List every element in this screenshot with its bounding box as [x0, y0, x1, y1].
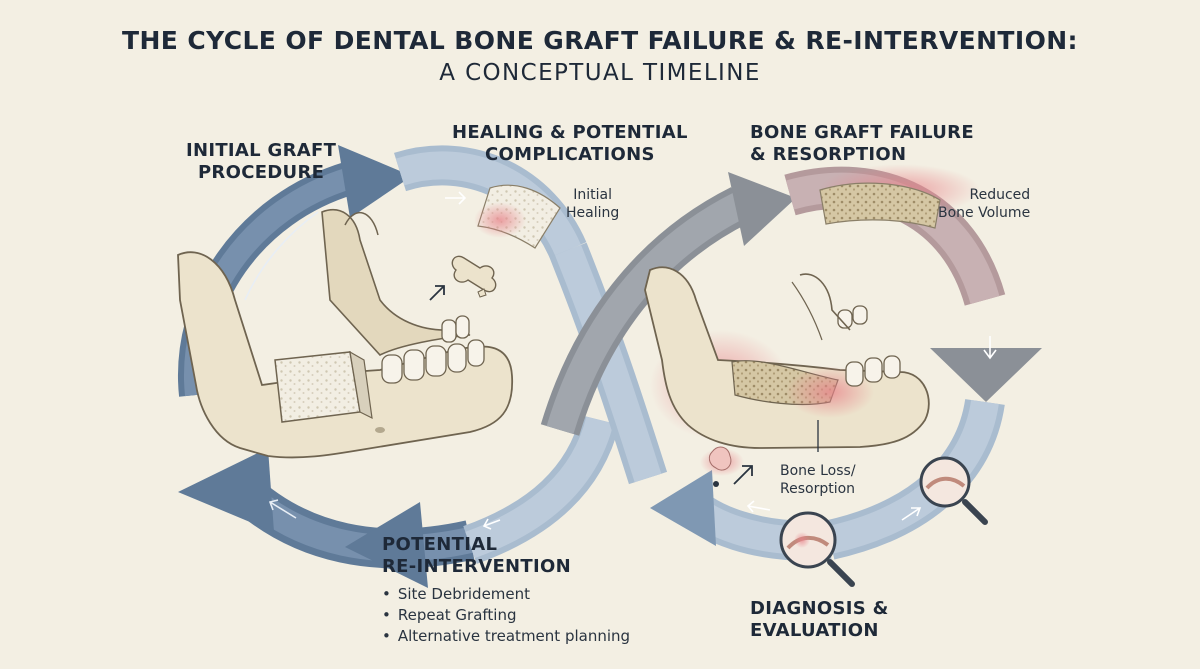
resorbed-bone-patch	[819, 182, 941, 229]
inflammation-icon	[700, 446, 753, 487]
annotation-reduced-volume: Reduced Bone Volume	[938, 187, 1031, 221]
arrow-healing-to-cross	[394, 145, 587, 259]
jaw-illustration-graft	[177, 209, 514, 459]
ribbon-crossing	[540, 172, 796, 485]
stage-failure: BONE GRAFT FAILURE & RESORPTION	[750, 122, 974, 165]
healing-bone-patch	[474, 184, 561, 249]
page-title: THE CYCLE OF DENTAL BONE GRAFT FAILURE &…	[122, 26, 1078, 55]
list-item: Alternative treatment planning	[382, 626, 630, 647]
list-item: Repeat Grafting	[382, 605, 630, 626]
annotation-bone-loss: Bone Loss/ Resorption	[780, 463, 856, 497]
stage-diagnosis: DIAGNOSIS & EVALUATION	[750, 598, 889, 641]
list-item: Site Debridement	[382, 584, 630, 605]
bone-fragment-icon	[429, 255, 497, 301]
magnifier-icon	[919, 456, 988, 525]
stage-healing: HEALING & POTENTIAL COMPLICATIONS	[452, 122, 688, 165]
reintervention-options: Site Debridement Repeat Grafting Alterna…	[382, 584, 630, 647]
magnifier-icon	[779, 511, 855, 587]
page-subtitle: A CONCEPTUAL TIMELINE	[439, 60, 761, 86]
arrow-reintervention-to-initial	[178, 448, 475, 569]
annotation-initial-healing: Initial Healing	[566, 187, 620, 221]
stage-reintervention: POTENTIAL RE-INTERVENTION Site Debrideme…	[382, 534, 630, 647]
arrow-cross-to-reintervention	[345, 414, 620, 588]
jaw-illustration-failure	[644, 266, 930, 452]
stage-initial-graft: INITIAL GRAFT PROCEDURE	[186, 140, 337, 183]
